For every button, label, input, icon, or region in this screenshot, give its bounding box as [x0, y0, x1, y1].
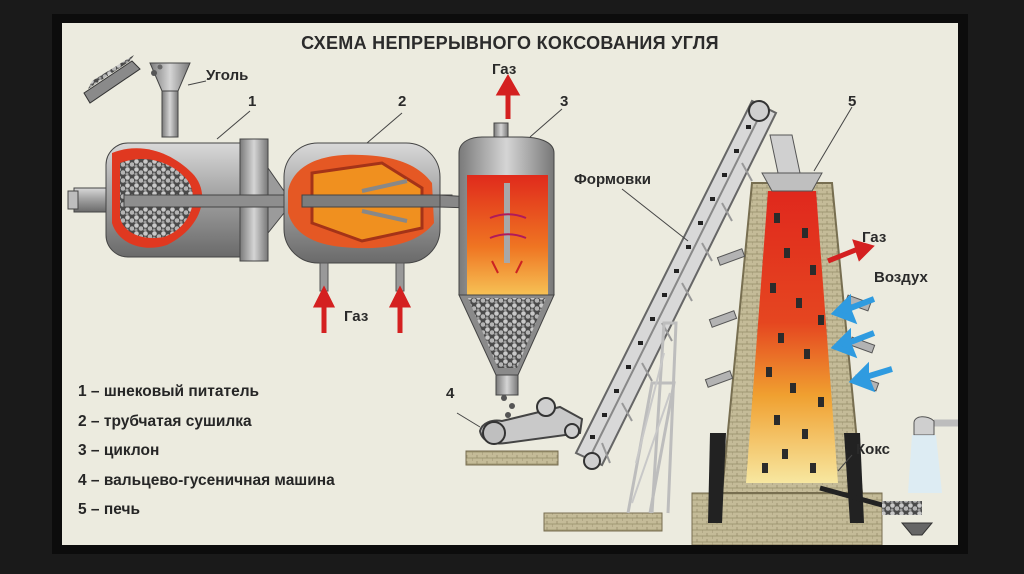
screw-feeder-1 [67, 62, 303, 262]
legend: 1 – шнековый питатель 2 – трубчатая суши… [78, 383, 335, 531]
diagram-title: СХЕМА НЕПРЕРЫВНОГО КОКСОВАНИЯ УГЛЯ [301, 33, 719, 53]
label-num-3: 3 [560, 93, 569, 110]
label-gas-furnace: Газ [862, 229, 887, 246]
process-diagram [67, 55, 958, 545]
air-inlet-arrows [830, 293, 893, 393]
coal-tray [83, 55, 141, 104]
legend-item: 1 – шнековый питатель [78, 383, 260, 400]
label-briquettes: Формовки [574, 171, 651, 188]
label-coke: Кокс [856, 441, 890, 458]
label-gas-top: Газ [492, 61, 517, 78]
label-num-5: 5 [848, 93, 857, 110]
tubular-dryer-2 [283, 142, 503, 292]
gas-outlet-arrow [495, 73, 521, 119]
inclined-conveyor [543, 99, 784, 532]
label-gas-bottom: Газ [344, 308, 369, 325]
leader-lines [187, 80, 853, 472]
legend-item: 4 – вальцево-гусеничная машина [78, 471, 335, 489]
legend-item: 2 – трубчатая сушилка [78, 412, 252, 430]
legend-item: 5 – печь [78, 501, 140, 518]
label-num-1: 1 [248, 93, 257, 110]
label-coal: Уголь [206, 67, 249, 84]
gas-inlet-arrows [312, 285, 412, 333]
diagram-panel: СХЕМА НЕПРЕРЫВНОГО КОКСОВАНИЯ УГЛЯ Уголь… [62, 23, 958, 545]
roller-track-machine-4 [465, 395, 584, 466]
cyclone-3 [458, 122, 555, 396]
legend-item: 3 – циклон [78, 442, 160, 459]
label-num-4: 4 [446, 385, 455, 402]
furnace-gas-arrow [827, 239, 875, 264]
label-air: Воздух [874, 269, 928, 286]
furnace-5 [691, 134, 958, 545]
label-num-2: 2 [398, 93, 407, 110]
